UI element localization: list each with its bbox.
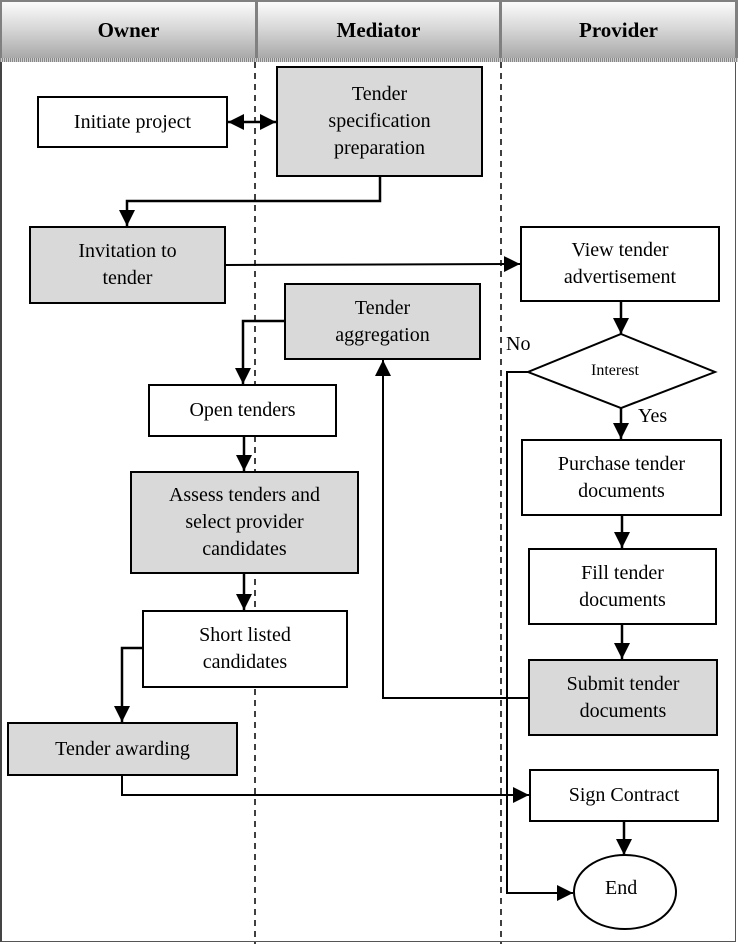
lane-title: Provider bbox=[579, 17, 658, 42]
edge-interest-end bbox=[506, 371, 573, 901]
node-label: Tender aggregation bbox=[335, 296, 430, 346]
node-submit-tender-documents[interactable]: Submit tender documents bbox=[528, 659, 718, 736]
edge-submit-aggregation bbox=[375, 360, 528, 699]
end-terminator[interactable] bbox=[573, 854, 677, 930]
edge-shortlisted-awarding bbox=[114, 646, 143, 722]
node-label: Submit tender documents bbox=[566, 672, 680, 722]
node-sign-contract[interactable]: Sign Contract bbox=[529, 769, 719, 822]
edge-label-yes: Yes bbox=[638, 405, 668, 427]
node-label: Purchase tender documents bbox=[557, 452, 686, 502]
lane-title: Mediator bbox=[336, 17, 421, 42]
edge-spec-invitation bbox=[119, 177, 382, 226]
lane-header-provider: Provider bbox=[502, 0, 738, 58]
edge-label-no: No bbox=[506, 333, 531, 355]
edge-awarding-sign bbox=[121, 775, 529, 803]
node-label: Initiate project bbox=[73, 110, 192, 133]
decision-interest[interactable] bbox=[525, 332, 718, 410]
edge-aggregation-open bbox=[235, 319, 284, 384]
node-open-tenders[interactable]: Open tenders bbox=[148, 384, 337, 437]
end-label: End bbox=[605, 877, 638, 899]
header-divider bbox=[0, 58, 738, 62]
node-view-tender-advertisement[interactable]: View tender advertisement bbox=[520, 226, 720, 302]
node-assess-tenders[interactable]: Assess tenders and select provider candi… bbox=[130, 471, 359, 574]
node-label: Assess tenders and select provider candi… bbox=[168, 484, 321, 560]
node-label: Fill tender documents bbox=[579, 561, 666, 611]
node-label: Tender specification preparation bbox=[328, 83, 431, 159]
node-invitation-to-tender[interactable]: Invitation to tender bbox=[29, 226, 226, 304]
node-label: Open tenders bbox=[189, 399, 296, 421]
node-label: Tender awarding bbox=[55, 737, 190, 760]
node-fill-tender-documents[interactable]: Fill tender documents bbox=[528, 548, 717, 625]
node-tender-specification[interactable]: Tender specification preparation bbox=[276, 66, 483, 177]
decision-label: Interest bbox=[591, 362, 639, 379]
node-tender-awarding[interactable]: Tender awarding bbox=[7, 722, 238, 776]
lane-header-mediator: Mediator bbox=[258, 0, 502, 58]
node-label: Sign Contract bbox=[568, 784, 680, 806]
lane-title: Owner bbox=[97, 17, 160, 42]
node-purchase-tender-documents[interactable]: Purchase tender documents bbox=[521, 439, 722, 516]
node-label: Invitation to tender bbox=[78, 240, 177, 289]
node-label: Short listed candidates bbox=[199, 624, 291, 673]
node-tender-aggregation[interactable]: Tender aggregation bbox=[284, 283, 481, 360]
node-initiate-project[interactable]: Initiate project bbox=[37, 96, 228, 148]
node-short-listed-candidates[interactable]: Short listed candidates bbox=[142, 610, 348, 688]
lane-header-owner: Owner bbox=[0, 0, 258, 58]
node-label: View tender advertisement bbox=[563, 239, 677, 288]
edge-invitation-viewad bbox=[225, 256, 521, 273]
